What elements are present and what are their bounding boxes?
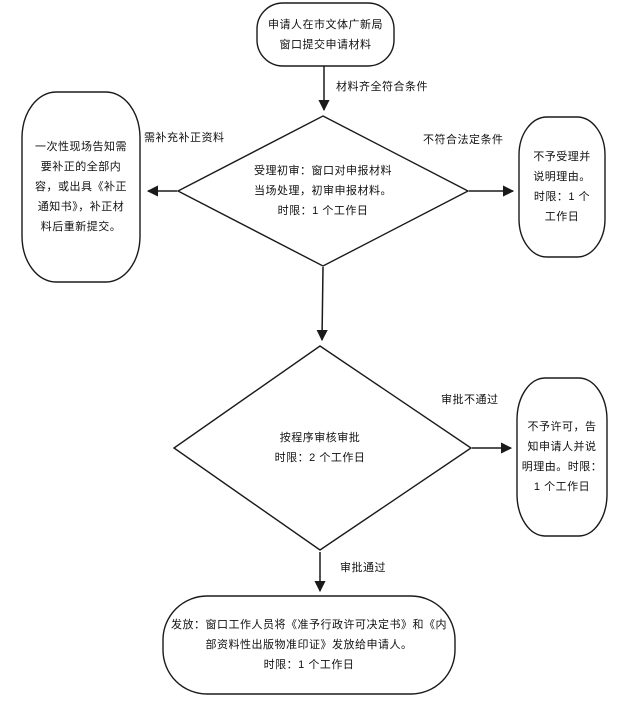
edge-label-approval-failed: 审批不通过 bbox=[441, 394, 499, 406]
start-node-shape bbox=[256, 2, 395, 67]
start-node-label: 申请人在市文体广新局 窗口提交申请材料 bbox=[268, 18, 383, 51]
reject-permit-node-shape bbox=[516, 377, 608, 537]
reject-acceptance-node-label: 不予受理并 说明理由。 时限：1 个 工作日 bbox=[533, 151, 591, 223]
arrow-review-to-approval bbox=[316, 266, 328, 342]
approval-decision-label: 按程序审核审批 时限：2 个工作日 bbox=[274, 432, 366, 464]
edge-label-not-legal: 不符合法定条件 bbox=[423, 134, 504, 146]
correction-notice-node-label: 一次性现场告知需 要补正的全部内 容，或出具《补正 通知书》，补正材 料后重新提… bbox=[35, 141, 127, 233]
issue-certificate-node-label: 发放：窗口工作人员将《准予行政许可决定书》和《内 部资料性出版物准印证》发放给申… bbox=[171, 619, 447, 671]
correction-notice-node-shape bbox=[21, 91, 141, 283]
reject-permit-node-label: 不予许可，告 知申请人并说 明理由。时限： 1 个工作日 bbox=[521, 421, 603, 493]
initial-review-decision-label: 受理初审：窗口对申报材料 当场处理，初审申报材料。 时限：1 个工作日 bbox=[254, 165, 392, 217]
initial-review-decision-shape bbox=[176, 115, 470, 267]
edge-label-materials-complete: 材料齐全符合条件 bbox=[336, 81, 428, 93]
edge-label-approval-passed: 审批通过 bbox=[340, 562, 386, 574]
approval-decision-shape bbox=[172, 345, 473, 551]
reject-acceptance-node-shape bbox=[518, 116, 606, 258]
issue-certificate-node-shape bbox=[162, 595, 456, 695]
edge-label-need-correction: 需补充补正资料 bbox=[144, 132, 225, 144]
